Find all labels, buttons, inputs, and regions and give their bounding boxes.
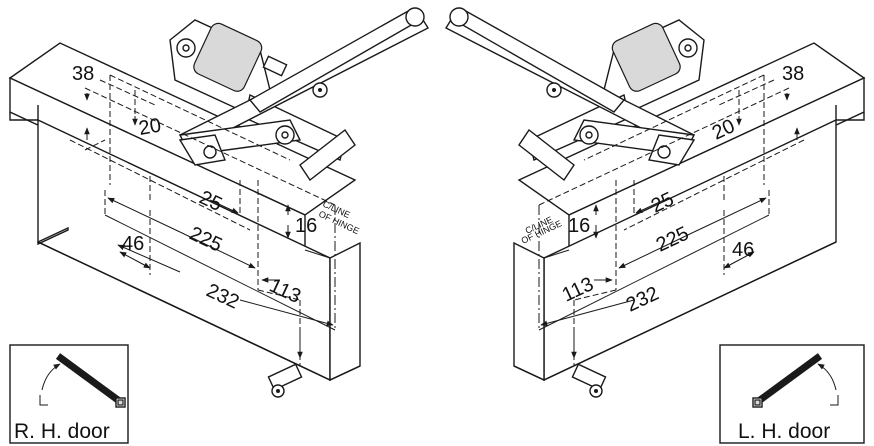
rh-dim-46: 46 <box>122 233 144 255</box>
lh-door-swing-bar <box>753 353 823 406</box>
lh-dimension-arrows <box>540 93 800 359</box>
rh-hinge-pivot <box>267 363 303 398</box>
rh-dim-38: 38 <box>72 63 94 85</box>
lh-construction-lines <box>538 74 805 365</box>
rh-swing-arrow <box>41 363 61 391</box>
rh-dim-20: 20 <box>137 114 163 140</box>
lh-door-inset: L. H. door <box>719 344 865 444</box>
rh-closer-arm <box>178 7 429 166</box>
rh-door-inset: R. H. door <box>9 344 129 444</box>
lh-swing-arrow <box>817 363 837 391</box>
left-hand-diagram: 38 20 25 16 225 46 113 232 C/LINE OF HIN… <box>445 7 866 444</box>
lh-closer-body <box>518 19 705 182</box>
rh-door-leaf <box>37 118 361 382</box>
lh-dim-38: 38 <box>782 63 804 85</box>
rh-door-swing-bar <box>55 353 125 406</box>
rh-dim-16: 16 <box>295 215 317 237</box>
rh-dimension-arrows <box>84 93 334 359</box>
lh-door-label: L. H. door <box>738 420 830 443</box>
lh-dim-46: 46 <box>732 239 754 261</box>
rh-door-label: R. H. door <box>14 420 110 443</box>
right-hand-diagram: 38 20 25 16 225 46 113 232 C/LINE OF HIN… <box>8 7 429 444</box>
lh-hinge-pivot <box>571 363 607 398</box>
rh-hinge-mark-left <box>39 395 48 406</box>
lh-dim-16: 16 <box>568 215 590 237</box>
lh-hinge-mark-right <box>830 395 839 406</box>
rh-closer-body <box>169 19 356 182</box>
rh-frame <box>8 42 357 252</box>
